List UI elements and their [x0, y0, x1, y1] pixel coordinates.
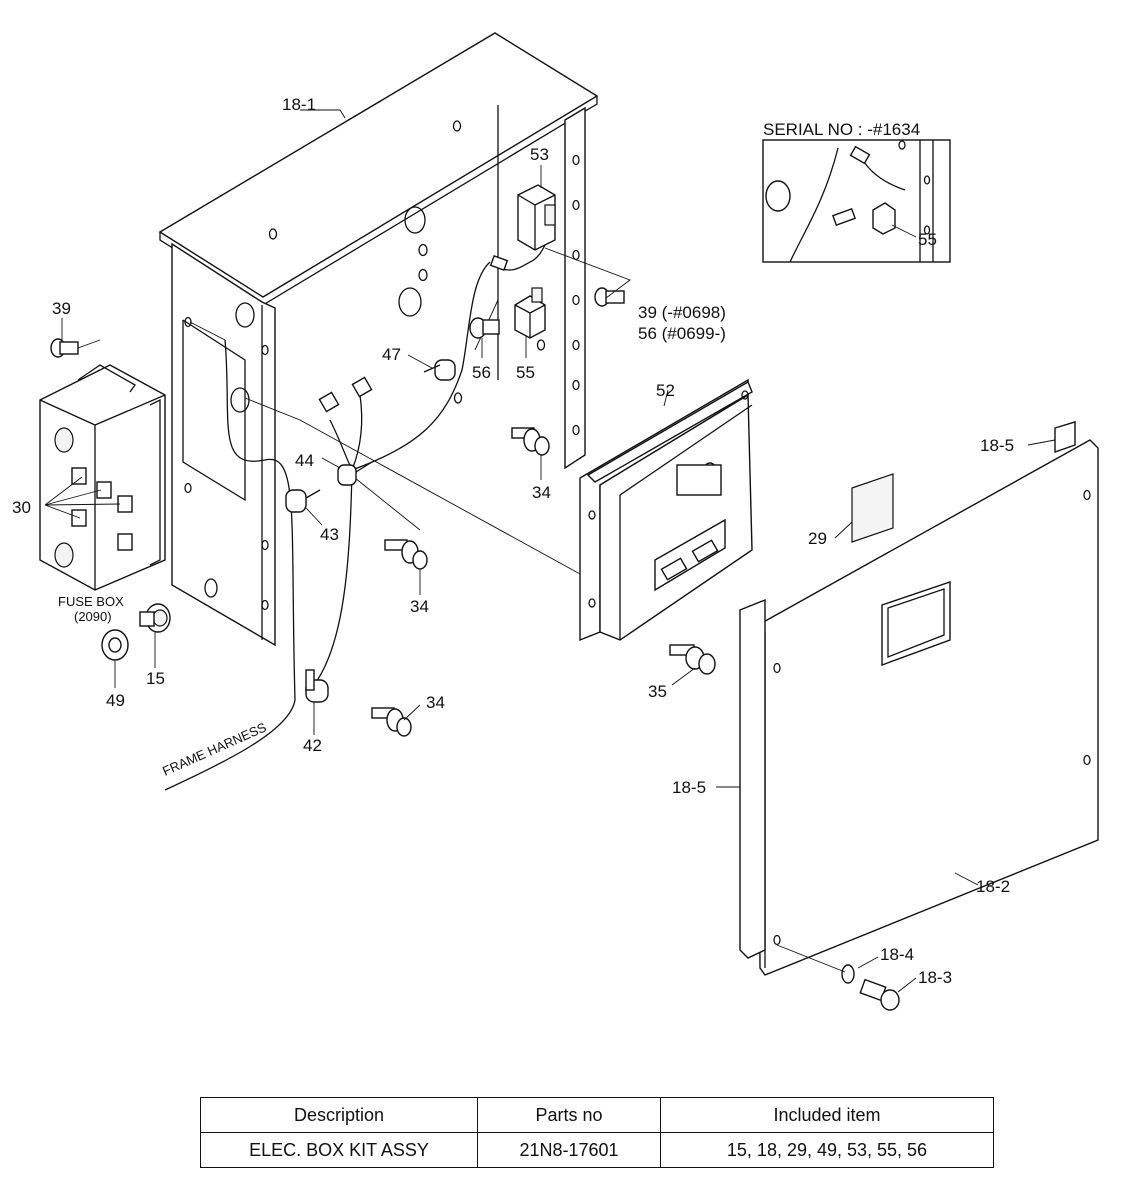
clamp-43	[285, 489, 321, 513]
clamp-42	[305, 669, 329, 703]
callout-47: 47	[382, 345, 401, 364]
clamp-47	[423, 359, 456, 381]
washer-18-4	[841, 964, 855, 984]
callout-18-4: 18-4	[880, 945, 914, 964]
callout-34-low: 34	[426, 693, 445, 712]
fuse-box-30	[39, 364, 166, 591]
harness-clamps	[285, 359, 456, 703]
bolts-and-screws	[50, 287, 900, 1011]
screw-39-left	[50, 338, 101, 358]
cell-description: ELEC. BOX KIT ASSY	[200, 1132, 478, 1168]
bolt-34-low	[371, 707, 412, 737]
callout-42: 42	[303, 736, 322, 755]
bolt-35	[669, 644, 716, 675]
header-description: Description	[200, 1097, 478, 1133]
table-header-row: Description Parts no Included item	[200, 1097, 994, 1133]
grommet-15	[139, 603, 171, 633]
header-included-item: Included item	[660, 1097, 994, 1133]
controller-52	[579, 378, 753, 642]
screw-56	[469, 317, 500, 339]
serial-inset	[762, 139, 951, 263]
callout-43: 43	[320, 525, 339, 544]
callout-39-right: 39 (-#0698)	[638, 303, 726, 322]
screw-39-right	[594, 287, 625, 307]
table-row: ELEC. BOX KIT ASSY 21N8-17601 15, 18, 29…	[200, 1132, 994, 1168]
callout-18-2: 18-2	[976, 877, 1010, 896]
relay-55	[514, 287, 546, 339]
callout-35: 35	[648, 682, 667, 701]
callout-34-top: 34	[532, 483, 551, 502]
leader-lines	[44, 109, 1056, 993]
clamp-44	[337, 461, 373, 486]
cell-parts-no: 21N8-17601	[477, 1132, 661, 1168]
gasket-18-5-side	[739, 598, 766, 959]
callout-18-5-side: 18-5	[672, 778, 706, 797]
callout-49: 49	[106, 691, 125, 710]
callout-18-3: 18-3	[918, 968, 952, 987]
exploded-parts-diagram: 18-1 53 39 39 (-#0698) 56 (#0699-) 47 56…	[12, 32, 1099, 1011]
bolt-34-top	[511, 427, 550, 456]
callout-56-right: 56 (#0699-)	[638, 324, 726, 343]
callout-34-mid: 34	[410, 597, 429, 616]
callout-18-1: 18-1	[282, 95, 316, 114]
callout-15: 15	[146, 669, 165, 688]
fuse-box-number: (2090)	[74, 609, 112, 624]
gasket-18-5-top	[1054, 421, 1076, 453]
parts-table: Description Parts no Included item ELEC.…	[200, 1097, 994, 1168]
relay-53	[517, 184, 556, 251]
callout-52: 52	[656, 381, 675, 400]
cell-included-item: 15, 18, 29, 49, 53, 55, 56	[660, 1132, 994, 1168]
callout-39-left: 39	[52, 299, 71, 318]
header-parts-no: Parts no	[477, 1097, 661, 1133]
electrical-box-bracket	[158, 32, 599, 647]
callout-18-5-top: 18-5	[980, 436, 1014, 455]
fuse-box-label: FUSE BOX	[58, 594, 124, 609]
bolt-18-3	[859, 978, 900, 1011]
bolt-34-mid	[384, 539, 428, 570]
callout-55-inset: 55	[918, 230, 937, 249]
frame-harness-label: FRAME HARNESS	[160, 719, 269, 778]
cover-plate-18-2	[757, 439, 1099, 976]
washer-49	[101, 629, 129, 661]
callout-44: 44	[295, 451, 314, 470]
label-plate-29	[851, 473, 894, 543]
callout-30: 30	[12, 498, 31, 517]
serial-inset-title: SERIAL NO : -#1634	[763, 120, 920, 139]
callout-29: 29	[808, 529, 827, 548]
callout-55: 55	[516, 363, 535, 382]
callout-56: 56	[472, 363, 491, 382]
callout-53: 53	[530, 145, 549, 164]
